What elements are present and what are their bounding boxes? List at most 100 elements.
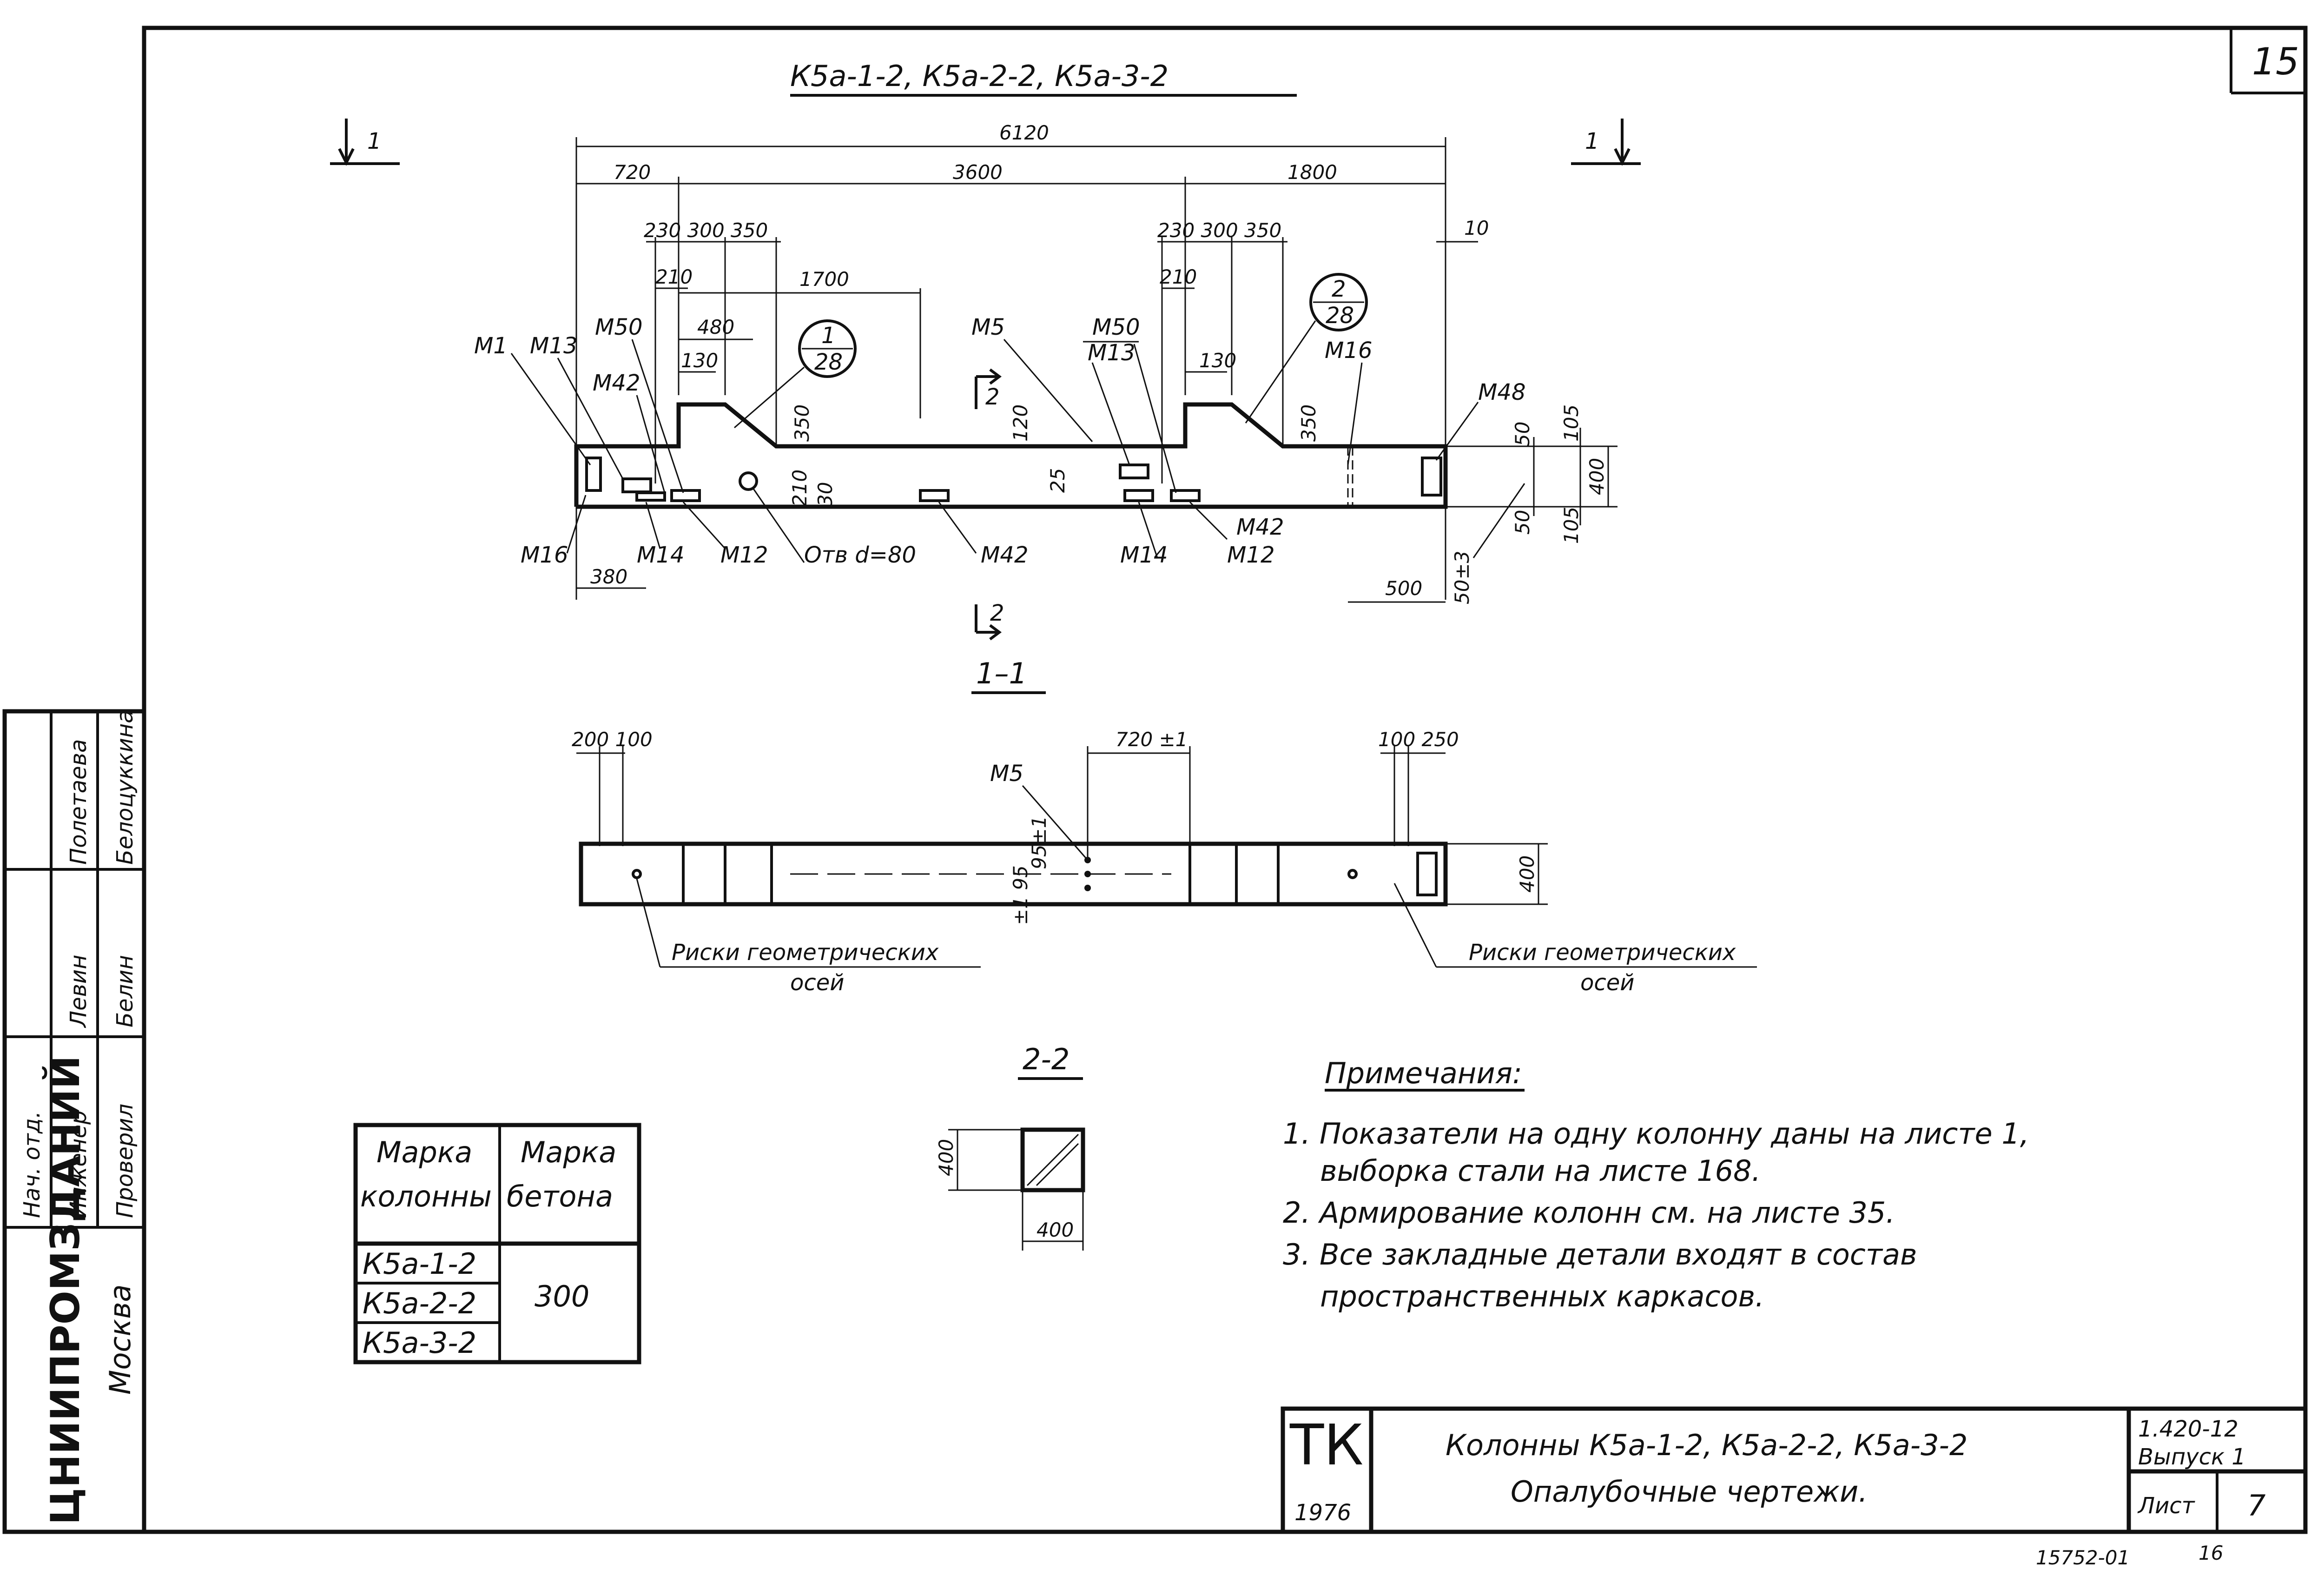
svg-text:100 250: 100 250 [1378,728,1459,751]
svg-text:350: 350 [791,404,813,442]
svg-text:50: 50 [1511,510,1534,535]
svg-text:М16: М16 [1325,338,1373,364]
svg-text:1700: 1700 [799,268,849,291]
svg-text:130: 130 [681,349,718,372]
stamp-org: ЦНИИПРОМЗДАНИЙ [42,1055,89,1525]
svg-text:±1 95: ±1 95 [1009,865,1032,925]
svg-text:М42: М42 [981,542,1029,568]
table-concrete: 300 [535,1279,589,1313]
table-header-col2-l2: бетона [507,1179,613,1213]
svg-text:3600: 3600 [953,161,1003,184]
note-line-5: пространственных каркасов. [1320,1279,1764,1313]
svg-text:400: 400 [935,1139,957,1176]
svg-text:М48: М48 [1478,379,1526,405]
table-header-col2-l1: Марка [521,1135,616,1169]
svg-text:130: 130 [1199,349,1236,372]
callout-1 [798,319,857,378]
stamp-city: Москва [103,1285,137,1395]
svg-text:М5: М5 [971,314,1005,340]
section-1-1: 1–1 200 100 720 ±1 100 250 М5 95±1 ±1 95 [572,656,1757,996]
tb-issue: Выпуск 1 [2138,1444,2246,1470]
svg-text:105: 105 [1560,507,1583,544]
svg-text:28: 28 [1326,303,1354,329]
svg-text:30: 30 [814,482,837,507]
notes: Примечания: 1. Показатели на одну колонн… [1283,1056,2029,1313]
svg-text:Отв d=80: Отв d=80 [804,542,916,568]
tb-series: 1.420-12 [2138,1416,2238,1442]
stamp-role-2: Инженер [66,1111,92,1218]
drawing-header: К5а-1-2, К5а-2-2, К5а-3-2 [790,59,1169,93]
tb-sheet-no: 7 [2247,1489,2265,1523]
tb-year: 1976 [1294,1500,1351,1526]
svg-text:М50: М50 [1092,314,1140,340]
svg-text:М12: М12 [720,542,768,568]
section-2-2: 2-2 400 400 [935,1042,1085,1251]
stamp-signature-2: Белин [112,955,138,1027]
concrete-grade-table: Марка колонны Марка бетона К5а-1-2 К5а-2… [353,1123,641,1364]
corner-number-text: 15 [2252,40,2299,83]
svg-text:500: 500 [1385,577,1422,600]
svg-text:2: 2 [985,384,1000,410]
table-header-col1-l2: колонны [360,1179,492,1213]
svg-text:105: 105 [1560,404,1583,442]
svg-text:осей: осей [790,970,844,996]
section-2-2-title: 2-2 [1023,1042,1070,1076]
svg-text:М13: М13 [530,333,578,359]
svg-text:1: 1 [821,323,836,349]
svg-text:М42: М42 [1236,514,1284,540]
notes-title: Примечания: [1325,1056,1522,1090]
svg-text:720: 720 [614,161,651,184]
svg-text:1: 1 [367,128,382,154]
svg-text:50±3: 50±3 [1451,551,1473,604]
section-marker-2-top: 2 [975,368,1002,410]
svg-text:210: 210 [1160,265,1197,288]
tb-title-1: Колонны К5а-1-2, К5а-2-2, К5а-3-2 [1446,1428,1967,1462]
svg-text:480: 480 [697,316,734,338]
tb-title-2: Опалубочные чертежи. [1511,1475,1868,1509]
svg-text:400: 400 [1516,855,1538,893]
svg-text:2: 2 [990,600,1004,626]
svg-text:М14: М14 [1120,542,1168,568]
section-marker-2-bottom: 2 [975,600,1004,641]
section-1-1-title: 1–1 [976,656,1027,690]
note-line-3: 2. Армирование колонн см. на листе 35. [1283,1196,1895,1230]
svg-text:720 ±1: 720 ±1 [1116,728,1188,751]
svg-text:50: 50 [1511,422,1534,446]
section-marker-1-right: 1 [1571,119,1641,166]
svg-text:Риски геометрических: Риски геометрических [672,940,939,966]
svg-text:М50: М50 [595,314,643,340]
svg-text:210: 210 [655,265,693,288]
svg-text:М16: М16 [521,542,568,568]
svg-text:25: 25 [1046,468,1069,493]
table-row-2: К5а-2-2 [363,1286,476,1320]
svg-text:1800: 1800 [1287,161,1337,184]
svg-text:400: 400 [1585,458,1608,495]
stamp-signature-1: Левин [66,955,92,1029]
dim-total: 6120 [999,121,1049,144]
table-row-1: К5а-1-2 [363,1247,476,1281]
svg-text:400: 400 [1037,1218,1074,1241]
stamp-role-1: Нач. отд. [19,1111,45,1218]
svg-text:230 300 350: 230 300 350 [644,219,768,242]
tb-sheet-label: Лист [2137,1493,2196,1519]
svg-text:350: 350 [1297,404,1320,442]
svg-text:осей: осей [1580,970,1634,996]
svg-text:95±1: 95±1 [1028,816,1050,869]
svg-text:М12: М12 [1227,542,1275,568]
table-header-col1-l1: Марка [376,1135,472,1169]
svg-text:28: 28 [814,349,843,375]
svg-text:200 100: 200 100 [572,728,653,751]
callout-2 [1309,273,1368,331]
note-line-1: 1. Показатели на одну колонну даны на ли… [1283,1117,2029,1151]
svg-text:10: 10 [1464,217,1489,239]
svg-text:230 300 350: 230 300 350 [1157,219,1281,242]
table-row-3: К5а-3-2 [363,1326,476,1360]
corner-number: 15 [2230,28,2305,94]
svg-text:380: 380 [590,565,627,588]
tb-tk: ТК [1289,1413,1364,1478]
svg-text:210: 210 [788,470,811,507]
svg-text:М1: М1 [474,333,508,359]
bottom-code: 15752-01 [2036,1546,2130,1569]
svg-text:М42: М42 [593,370,640,396]
